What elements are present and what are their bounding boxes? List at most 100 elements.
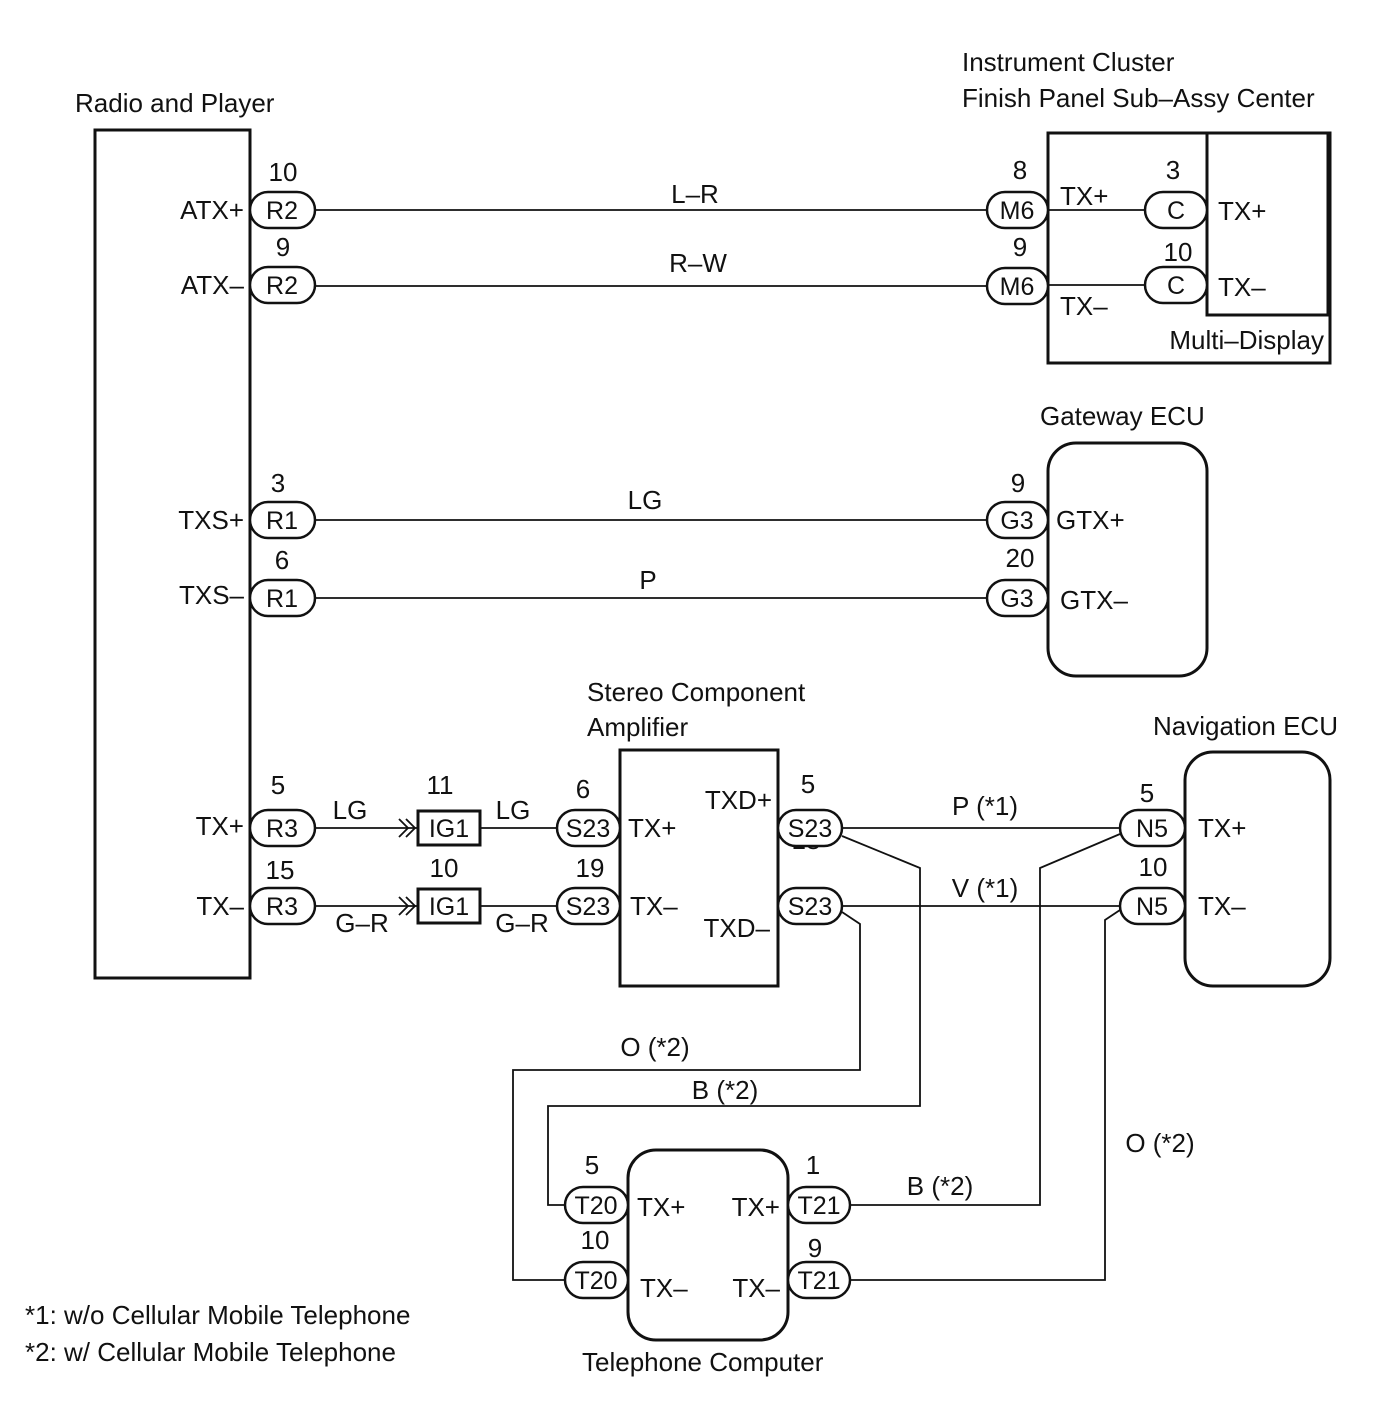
amplifier-title-line1: Stereo Component: [587, 677, 806, 707]
junction-chevron-icon: [398, 896, 410, 916]
connector-pill: [1143, 265, 1209, 305]
radio-body: [93, 128, 252, 980]
pin-number: 10: [1139, 852, 1168, 882]
connector-pill: [248, 578, 317, 618]
pin-number: 6: [275, 545, 289, 575]
pin-number: 10: [1164, 237, 1193, 267]
connector-pill: [776, 808, 844, 848]
connector-pill: [555, 808, 622, 848]
gateway-ecu: Gateway ECU 9 20 G3 G3 GTX+ GTX–: [985, 401, 1209, 678]
wire-label: O (*2): [1125, 1128, 1194, 1158]
terminal-label: TXD+: [705, 785, 772, 815]
wire-label: V (*1): [952, 873, 1018, 903]
wire-label: G–R: [495, 908, 548, 938]
navigation-title: Navigation ECU: [1153, 711, 1338, 741]
navigation-ecu: Navigation ECU 5 10 N5 N5 TX+ TX–: [1118, 711, 1338, 988]
connector-pill: [985, 500, 1050, 540]
amplifier-body: [618, 748, 780, 988]
connector-pill: [985, 578, 1050, 618]
terminal-label: TX–: [1218, 272, 1266, 302]
footnote: *1: w/o Cellular Mobile Telephone: [25, 1300, 410, 1330]
connector-id: T21: [797, 1267, 840, 1295]
cluster-title-line1: Instrument Cluster: [962, 47, 1175, 77]
connector-pill: [248, 808, 317, 848]
terminal-label: TX–: [1198, 891, 1246, 921]
connector-pill: [985, 266, 1050, 306]
junction-box: [416, 887, 482, 925]
connector-id: T20: [574, 1267, 617, 1295]
pin-number: 10: [581, 1225, 610, 1255]
pin-number: 9: [1013, 232, 1027, 262]
connector-pill: [248, 886, 317, 926]
wire-amp-to-phone-b: [547, 835, 921, 1206]
radio-and-player: Radio and Player ATX+ ATX– TXS+ TXS– TX+…: [75, 88, 317, 980]
pin-number: 9: [1011, 468, 1025, 498]
multi-display-body: [1205, 131, 1330, 317]
cluster-body: [1046, 131, 1332, 365]
connector-pill: [563, 1185, 630, 1225]
connector-pill: [555, 886, 622, 926]
pin-number: 10: [430, 853, 459, 883]
terminal-label: GTX+: [1056, 505, 1125, 535]
pin-number: 20: [1006, 543, 1035, 573]
radio-title: Radio and Player: [75, 88, 275, 118]
connector-id: R2: [266, 272, 298, 300]
pin-number: 5: [1140, 778, 1154, 808]
connector-id: IG1: [429, 815, 469, 843]
wire-label: B (*2): [692, 1075, 758, 1105]
junction-chevron-icon: [398, 818, 410, 838]
junction-chevron-icon: [405, 896, 417, 916]
terminal-label: TXS–: [179, 580, 245, 610]
connector-pill: [563, 1260, 630, 1300]
pin-number: 3: [271, 468, 285, 498]
pin-number: 5: [585, 1150, 599, 1180]
connector-id: IG1: [429, 893, 469, 921]
connector-id: R3: [266, 893, 298, 921]
connector-id: R1: [266, 507, 298, 535]
footnotes: *1: w/o Cellular Mobile Telephone *2: w/…: [25, 1300, 410, 1367]
wire-label: B (*2): [907, 1171, 973, 1201]
pin-number: 11: [427, 770, 454, 800]
connector-pill: [1118, 808, 1187, 848]
connector-pill: [248, 190, 317, 230]
connector-id: S23: [788, 815, 832, 843]
wire-phone-to-nav-o: [850, 909, 1121, 1281]
wires: [315, 209, 1145, 1281]
terminal-label: TX+: [1198, 813, 1246, 843]
terminal-label: TX–: [196, 891, 244, 921]
connector-pill: [1118, 886, 1187, 926]
connector-id: R3: [266, 815, 298, 843]
connector-pill: [248, 265, 317, 305]
wire-phone-to-nav-b: [850, 833, 1121, 1206]
telephone-title: Telephone Computer: [582, 1347, 824, 1377]
navigation-body: [1183, 750, 1332, 988]
terminal-label: TX–: [640, 1273, 688, 1303]
connector-id: G3: [1000, 585, 1033, 613]
connector-id: T21: [797, 1192, 840, 1220]
wire-label: G–R: [335, 908, 388, 938]
connector-pill: [248, 500, 317, 540]
wire-label: O (*2): [620, 1032, 689, 1062]
pin-number: 9: [276, 232, 290, 262]
terminal-label: ATX–: [181, 270, 245, 300]
connector-pill: [786, 1185, 852, 1225]
connector-pill: [776, 886, 844, 926]
terminal-label: TX–: [630, 891, 678, 921]
pin-number: 10: [269, 157, 298, 187]
pin-number: 6: [576, 774, 590, 804]
pin-number: 3: [1166, 155, 1180, 185]
terminal-label: ATX+: [180, 195, 244, 225]
terminal-label: GTX–: [1060, 585, 1128, 615]
terminal-label: TX–: [732, 1273, 780, 1303]
telephone-body: [626, 1148, 790, 1342]
wire-label: LG: [333, 795, 368, 825]
pin-number: 19: [576, 853, 605, 883]
terminal-label: TXS+: [178, 505, 244, 535]
stereo-component-amplifier: Stereo Component Amplifier 6 19 S23 S23 …: [555, 677, 844, 988]
terminal-label: TX+: [732, 1192, 780, 1222]
pin-number: 1: [806, 1150, 820, 1180]
terminal-label: TXD–: [704, 913, 771, 943]
connector-id: C: [1167, 197, 1185, 225]
connector-id: C: [1167, 272, 1185, 300]
junction-connectors: 11 10 IG1 IG1: [416, 770, 482, 925]
